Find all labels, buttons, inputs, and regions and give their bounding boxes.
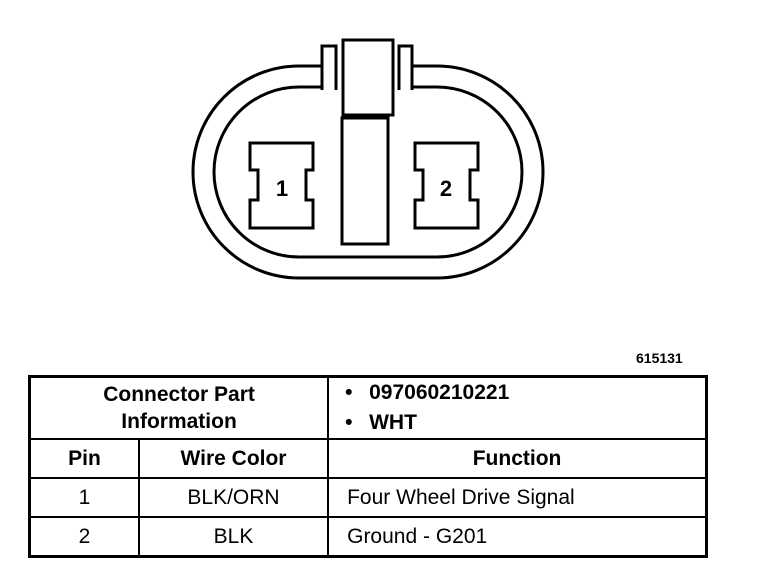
row-function: Four Wheel Drive Signal (327, 477, 708, 518)
row-pin: 1 (28, 477, 140, 518)
row-pin: 2 (28, 516, 140, 558)
part-info-label-line2: Information (121, 410, 237, 433)
row-wire-color: BLK (137, 516, 330, 558)
pin-cavity-2 (413, 141, 480, 230)
part-info-label-line1: Connector Part (103, 383, 255, 406)
pin-label-1: 1 (276, 176, 288, 201)
connector-color: WHT (367, 408, 705, 438)
part-info-label: Connector Part Information (28, 375, 330, 440)
part-info-row: Connector Part Information 097060210221 … (28, 375, 708, 440)
diagram-reference-number: 615131 (636, 350, 683, 366)
table-header-row: Pin Wire Color Function (28, 438, 708, 479)
table-row: 1 BLK/ORN Four Wheel Drive Signal (28, 477, 708, 518)
part-number: 097060210221 (367, 378, 705, 408)
header-wire-color: Wire Color (137, 438, 330, 479)
part-info-values: 097060210221 WHT (327, 375, 708, 440)
table-row: 2 BLK Ground - G201 (28, 516, 708, 558)
connector-face-diagram: 1 2 (191, 38, 545, 280)
pin-label-2: 2 (440, 176, 452, 201)
pin-cavity-1 (248, 141, 315, 230)
connector-part-table: Connector Part Information 097060210221 … (28, 375, 708, 558)
row-wire-color: BLK/ORN (137, 477, 330, 518)
locking-tab (320, 38, 414, 117)
header-function: Function (327, 438, 708, 479)
center-key (340, 116, 390, 246)
row-function: Ground - G201 (327, 516, 708, 558)
header-pin: Pin (28, 438, 140, 479)
